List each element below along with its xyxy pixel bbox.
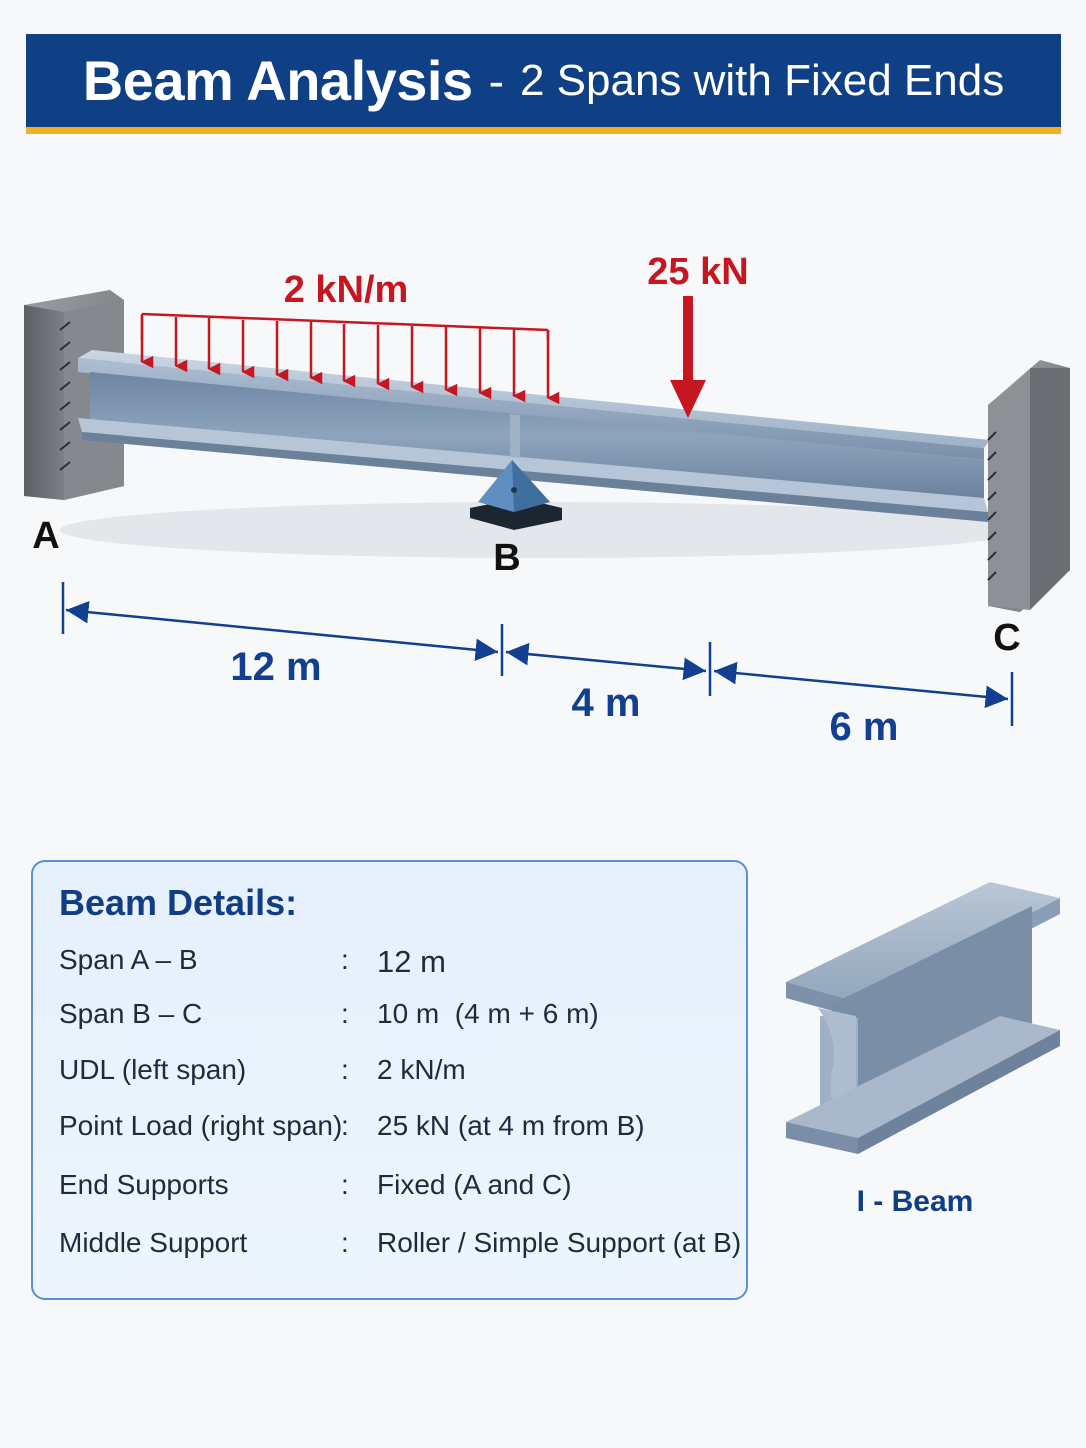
- detail-value: Fixed (A and C): [377, 1169, 572, 1200]
- detail-value: 2 kN/m: [377, 1054, 466, 1085]
- title-main: Beam Analysis: [82, 49, 473, 112]
- details-row-span-bc: Span B – C : 10 m (4 m + 6 m): [59, 998, 749, 1038]
- beam-details-panel: Beam Details: Span A – B : 12 m Span B –…: [31, 860, 748, 1300]
- fixed-support-a: [24, 290, 124, 500]
- detail-separator: :: [341, 998, 349, 1029]
- steel-i-beam: [78, 350, 990, 522]
- dimension-load-c-label: 6 m: [830, 705, 899, 749]
- point-load: [670, 296, 706, 418]
- detail-value: 25 kN (at 4 m from B): [377, 1110, 645, 1141]
- detail-separator: :: [341, 944, 349, 975]
- dimension-ab-label: 12 m: [230, 645, 321, 689]
- detail-value: 12 m: [377, 944, 446, 979]
- floor-shadow: [60, 502, 1020, 558]
- detail-separator: :: [341, 1110, 349, 1141]
- details-row-middle-support: Middle Support : Roller / Simple Support…: [59, 1227, 749, 1267]
- detail-separator: :: [341, 1054, 349, 1085]
- detail-label: Point Load (right span): [59, 1110, 343, 1141]
- beam-diagram: 2 kN/m 25 kN A B C 12 m 4 m 6 m: [24, 251, 1070, 749]
- i-beam-illustration: [786, 882, 1060, 1154]
- detail-label: Span A – B: [59, 944, 198, 975]
- details-title: Beam Details:: [59, 882, 298, 923]
- details-row-span-ab: Span A – B : 12 m: [59, 944, 749, 984]
- support-b-label: B: [493, 537, 520, 579]
- details-row-point-load: Point Load (right span) : 25 kN (at 4 m …: [59, 1110, 749, 1150]
- support-a-label: A: [32, 515, 59, 557]
- dimension-b-load-label: 4 m: [572, 681, 641, 725]
- dimension-lines: [61, 582, 1014, 726]
- roller-support-b: [470, 460, 562, 530]
- details-row-udl: UDL (left span) : 2 kN/m: [59, 1054, 749, 1094]
- detail-label: Middle Support: [59, 1227, 248, 1258]
- i-beam-label: I - Beam: [856, 1185, 974, 1218]
- udl-label: 2 kN/m: [284, 269, 409, 311]
- detail-label: UDL (left span): [59, 1054, 247, 1085]
- title-separator: -: [488, 54, 504, 107]
- detail-separator: :: [341, 1169, 349, 1200]
- support-c-label: C: [993, 617, 1020, 659]
- detail-value: Roller / Simple Support (at B): [377, 1227, 742, 1258]
- detail-separator: :: [341, 1227, 349, 1258]
- point-load-label: 25 kN: [647, 251, 748, 293]
- detail-label: Span B – C: [59, 998, 203, 1029]
- details-row-end-supports: End Supports : Fixed (A and C): [59, 1169, 749, 1209]
- fixed-support-c: [987, 360, 1070, 612]
- detail-value: 10 m (4 m + 6 m): [377, 998, 599, 1029]
- title-banner: Beam Analysis - 2 Spans with Fixed Ends: [26, 34, 1061, 134]
- udl-load: [140, 312, 560, 405]
- detail-label: End Supports: [59, 1169, 229, 1200]
- title-subtitle: 2 Spans with Fixed Ends: [519, 55, 1005, 105]
